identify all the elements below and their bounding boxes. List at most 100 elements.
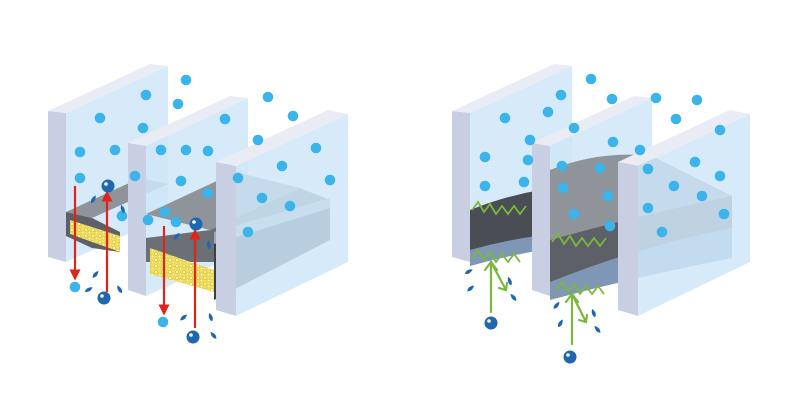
air-dot [606, 93, 618, 105]
air-dot [175, 175, 187, 187]
air-dot [202, 145, 214, 157]
air-dot [284, 200, 296, 212]
water-drop [120, 204, 125, 214]
drop-group [84, 179, 217, 344]
air-dot [524, 134, 536, 146]
air-dot [324, 174, 336, 186]
water-drop [467, 285, 475, 292]
air-dot [256, 192, 268, 204]
air-dot [557, 182, 569, 194]
air-dot [172, 98, 184, 110]
molecule-highlight [189, 333, 193, 337]
air-dot [689, 156, 701, 168]
air-dot [479, 151, 491, 163]
water-molecule [563, 350, 577, 364]
air-dot [287, 110, 299, 122]
water-drop [510, 293, 517, 301]
air-dot [604, 220, 616, 232]
water-drop [591, 308, 596, 318]
molecule-highlight [104, 182, 108, 186]
air-dot [74, 172, 86, 184]
air-dot [607, 136, 619, 148]
air-dot [94, 112, 106, 124]
air-dot [252, 134, 264, 146]
left-panel [48, 64, 348, 344]
air-dot [634, 144, 646, 156]
water-drop [92, 270, 99, 278]
air-dot [555, 89, 567, 101]
water-molecule [484, 316, 498, 330]
glass-pane [216, 110, 348, 316]
air-dot [650, 92, 662, 104]
green-arrows [483, 260, 589, 346]
insulation-granules [150, 248, 214, 292]
air-dot [714, 170, 726, 182]
air-dot [155, 144, 167, 156]
dot-group [479, 73, 730, 238]
water-drop [207, 240, 211, 250]
water-drop [84, 287, 93, 293]
green-forked-arrow [564, 292, 589, 346]
water-drop [464, 269, 473, 275]
water-drop [180, 314, 188, 321]
air-dot [310, 142, 322, 154]
air-dot [219, 113, 231, 125]
molecule-highlight [100, 294, 104, 298]
water-drop [210, 331, 217, 339]
air-dot [499, 112, 511, 124]
right-panel [452, 64, 750, 364]
water-drop [557, 319, 563, 328]
air-dot [696, 190, 708, 202]
water-molecule [97, 291, 111, 305]
air-dot [602, 190, 614, 202]
air-dot [180, 74, 192, 86]
air-dot [668, 180, 680, 192]
air-dot [142, 214, 154, 226]
air-dot [714, 124, 726, 136]
air-dot [594, 162, 606, 174]
dot-group [69, 74, 336, 328]
air-dot [159, 206, 171, 218]
air-dot [69, 281, 81, 293]
air-dot [642, 163, 654, 175]
air-dot [568, 208, 580, 220]
water-drop [208, 312, 213, 322]
air-dot [74, 146, 86, 158]
air-dot [137, 122, 149, 134]
air-dot [242, 226, 254, 238]
air-dot [518, 176, 530, 188]
air-dot [718, 208, 730, 220]
air-dot [129, 170, 141, 182]
air-dot [691, 94, 703, 106]
air-dot [180, 144, 192, 156]
air-dot [522, 154, 534, 166]
air-dot [479, 180, 491, 192]
red-arrows [69, 186, 201, 328]
molecule-highlight [566, 353, 570, 357]
molecule-highlight [192, 220, 196, 224]
air-dot [542, 106, 554, 118]
air-dot [656, 226, 668, 238]
air-dot [585, 73, 597, 85]
air-dot [276, 160, 288, 172]
air-dot [157, 316, 169, 328]
air-dot [262, 91, 274, 103]
water-molecule [189, 217, 203, 231]
water-molecule [101, 179, 115, 193]
water-molecule [186, 330, 200, 344]
water-drop [117, 285, 123, 294]
water-drop [173, 232, 180, 240]
water-drop [507, 276, 512, 286]
air-dot [116, 210, 128, 222]
air-dot [202, 187, 214, 199]
water-drop [553, 301, 560, 309]
air-dot [670, 113, 682, 125]
air-dot [568, 122, 580, 134]
air-dot [170, 216, 182, 228]
air-dot [642, 202, 654, 214]
water-drop [90, 195, 96, 204]
molecule-highlight [487, 319, 491, 323]
air-dot [140, 89, 152, 101]
